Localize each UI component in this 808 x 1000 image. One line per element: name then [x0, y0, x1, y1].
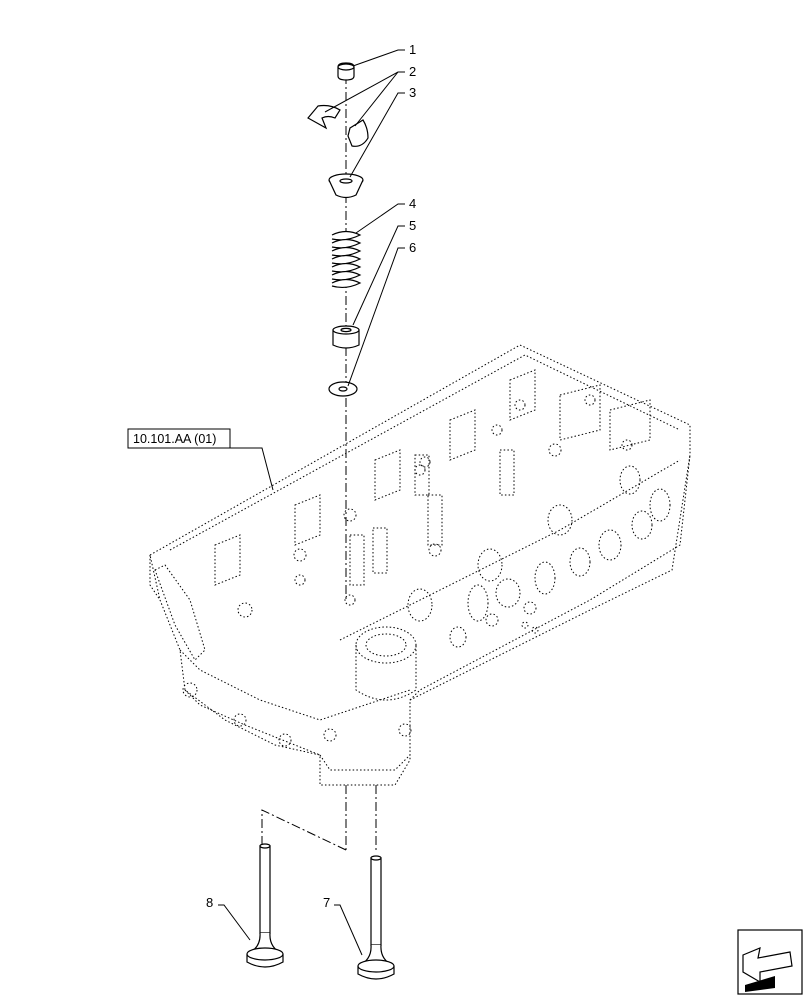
- part-valve-8: [246, 843, 284, 968]
- part-spring-washer: [328, 381, 358, 397]
- part-stem-seal: [332, 325, 360, 349]
- reference-link-box[interactable]: 10.101.AA (01): [127, 428, 231, 449]
- callout-2: 2: [409, 64, 416, 79]
- part-valve-collets: [307, 104, 369, 147]
- callout-5: 5: [409, 218, 416, 233]
- callout-6: 6: [409, 240, 416, 255]
- callout-7: 7: [323, 895, 330, 910]
- callout-8: 8: [206, 895, 213, 910]
- callout-1: 1: [409, 42, 416, 57]
- callout-3: 3: [409, 85, 416, 100]
- center-axis: [261, 75, 377, 851]
- part-valve-spring: [331, 230, 362, 289]
- cylinder-head: [149, 344, 691, 786]
- leader-lines: [218, 49, 405, 956]
- callout-4: 4: [409, 196, 416, 211]
- part-valve-7: [357, 855, 395, 980]
- part-valve-cap: [337, 62, 355, 81]
- part-spring-retainer: [328, 173, 364, 199]
- reference-label[interactable]: 10.101.AA (01): [133, 432, 216, 446]
- arrow-corner-icon[interactable]: [737, 929, 803, 995]
